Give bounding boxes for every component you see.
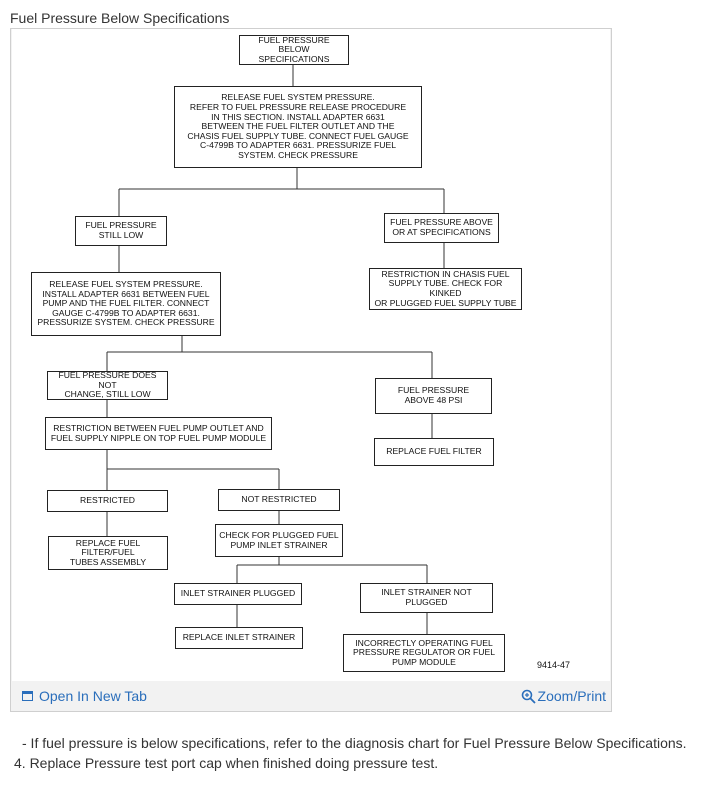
not-restricted-box: NOT RESTRICTED	[218, 489, 340, 511]
figure-actions: Open In New Tab Zoom/Print	[12, 682, 610, 710]
open-new-tab-label: Open In New Tab	[39, 688, 147, 704]
flowchart-connectors	[106, 64, 445, 634]
check-plugged-strainer-box: CHECK FOR PLUGGED FUEL PUMP INLET STRAIN…	[215, 524, 343, 557]
zoom-print-link[interactable]: Zoom/Print	[521, 688, 606, 704]
replace-inlet-strainer-box: REPLACE INLET STRAINER	[175, 627, 303, 649]
install-adapter-box: RELEASE FUEL SYSTEM PRESSURE. INSTALL AD…	[31, 272, 221, 336]
replace-filter-tubes-box: REPLACE FUEL FILTER/FUEL TUBES ASSEMBLY	[48, 536, 168, 570]
magnifier-icon	[521, 689, 536, 704]
inlet-plugged-box: INLET STRAINER PLUGGED	[174, 583, 302, 605]
does-not-change-box: FUEL PRESSURE DOES NOT CHANGE, STILL LOW	[47, 370, 168, 400]
zoom-print-label: Zoom/Print	[537, 688, 606, 704]
replace-fuel-filter-box: REPLACE FUEL FILTER	[374, 438, 494, 466]
inlet-not-plugged-box: INLET STRAINER NOT PLUGGED	[360, 583, 493, 613]
restriction-chassis-box: RESTRICTION IN CHASIS FUEL SUPPLY TUBE. …	[369, 268, 522, 310]
note-line: - If fuel pressure is below specificatio…	[22, 735, 687, 751]
instruction-notes: - If fuel pressure is below specificatio…	[14, 733, 687, 773]
open-new-tab-link[interactable]: Open In New Tab	[22, 688, 147, 704]
restricted-box: RESTRICTED	[47, 490, 168, 512]
window-icon	[22, 691, 33, 701]
figure-id: 9414-47	[537, 660, 571, 670]
restriction-pump-box: RESTRICTION BETWEEN FUEL PUMP OUTLET AND…	[45, 417, 272, 450]
above-48-psi-box: FUEL PRESSURE ABOVE 48 PSI	[375, 378, 492, 414]
flowchart: FUEL PRESSURE BELOW SPECIFICATIONS RELEA…	[12, 29, 610, 681]
release-pressure-box: RELEASE FUEL SYSTEM PRESSURE. REFER TO F…	[174, 86, 422, 168]
start-box: FUEL PRESSURE BELOW SPECIFICATIONS	[239, 35, 349, 65]
note-line: 4. Replace Pressure test port cap when f…	[14, 755, 439, 771]
above-or-at-spec-box: FUEL PRESSURE ABOVE OR AT SPECIFICATIONS	[384, 213, 499, 243]
still-low-box: FUEL PRESSURE STILL LOW	[75, 216, 167, 246]
figure-heading: Fuel Pressure Below Specifications	[10, 10, 230, 26]
incorrect-regulator-box: INCORRECTLY OPERATING FUEL PRESSURE REGU…	[343, 634, 505, 672]
